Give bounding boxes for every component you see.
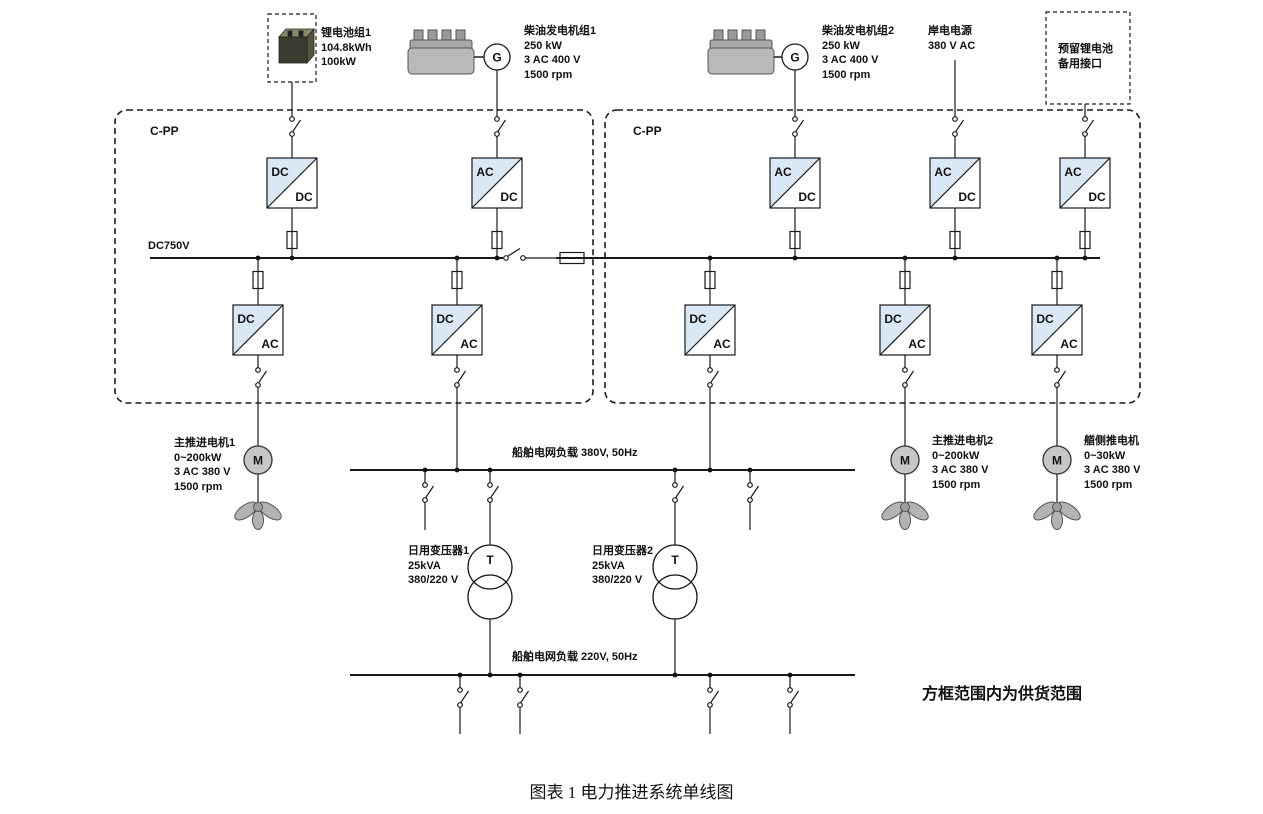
grid-380-label: 船舶电网负载 380V, 50Hz: [512, 447, 638, 459]
diesel-genset-2-label: 柴油发电机组2 250 kW 3 AC 400 V 1500 rpm: [822, 25, 895, 81]
transformer-2-symbol: T: [652, 544, 698, 675]
converter-label-top: DC: [689, 312, 707, 326]
cpp-right-label: C-PP: [633, 124, 662, 138]
propeller-icon: [878, 473, 932, 531]
converter-label-bottom: DC: [500, 190, 518, 204]
bow-thruster-label: 艏侧推电机 0~30kW 3 AC 380 V 1500 rpm: [1084, 435, 1141, 491]
fuse-symbol: [491, 227, 503, 253]
switch-symbol: [747, 477, 760, 509]
battery-icon: [278, 27, 315, 65]
converter-label-bottom: AC: [713, 337, 731, 351]
switch-symbol: [517, 682, 530, 714]
cpp-left-label: C-PP: [150, 124, 179, 138]
switch-symbol: [902, 362, 915, 394]
generator-2-letter: G: [790, 51, 799, 65]
bus-tie-fuse: [559, 251, 585, 265]
switch-symbol: [487, 477, 500, 509]
diesel-engine-1-icon: [407, 29, 484, 75]
battery-1-label: 锂电池组1 104.8kWh 100kW: [321, 27, 372, 69]
switch-symbol: [454, 362, 467, 394]
source-feeders: [289, 60, 1095, 158]
converter-label-bottom: DC: [958, 190, 976, 204]
converter-label-top: DC: [1036, 312, 1054, 326]
converter-label-top: AC: [774, 165, 792, 179]
dc-bus: [150, 247, 1100, 265]
switch-symbol: [792, 111, 805, 143]
reserved-battery-dashed-box: [1045, 11, 1131, 105]
converter-label-bottom: DC: [1088, 190, 1106, 204]
fuse-symbol: [1051, 267, 1063, 293]
main-motor-1-label: 主推进电机1 0~200kW 3 AC 380 V 1500 rpm: [174, 437, 236, 493]
converter-row-top: DC DC AC DC AC DC AC DC AC DC: [266, 157, 1111, 209]
propeller-icon: [231, 473, 285, 531]
fuse-symbol: [789, 227, 801, 253]
cpp-right-box: [604, 109, 1141, 404]
switch-symbol: [494, 111, 507, 143]
supply-scope-note: 方框范围内为供货范围: [922, 686, 1083, 703]
switch-symbol: [1082, 111, 1095, 143]
converter-label-bottom: AC: [908, 337, 926, 351]
transformer-2-letter: T: [671, 553, 679, 567]
switch-symbol: [952, 111, 965, 143]
generator-1-symbol: G: [483, 43, 511, 71]
switch-symbol: [255, 362, 268, 394]
converter-label-top: AC: [476, 165, 494, 179]
diesel-engine-2-icon: [707, 29, 782, 75]
converter-label-bottom: AC: [1060, 337, 1078, 351]
converter-label-top: AC: [934, 165, 952, 179]
fuse-symbol: [949, 227, 961, 253]
converter-label-top: DC: [237, 312, 255, 326]
diesel-genset-1-label: 柴油发电机组1 250 kW 3 AC 400 V 1500 rpm: [524, 25, 597, 81]
motor-1-letter: M: [253, 454, 263, 468]
dc-bus-output-fuses: [252, 258, 1063, 305]
switch-symbol: [787, 682, 800, 714]
fuse-symbol: [451, 267, 463, 293]
shore-power-label: 岸电电源 380 V AC: [928, 25, 976, 52]
dc-bus-label: DC750V: [148, 240, 190, 252]
converter-label-bottom: DC: [295, 190, 313, 204]
converter-label-top: AC: [1064, 165, 1082, 179]
converter-row-bottom: DC AC DC AC DC AC DC AC DC AC: [232, 304, 1083, 356]
main-motor-2-label: 主推进电机2 0~200kW 3 AC 380 V 1500 rpm: [932, 435, 994, 491]
motor-2-letter: M: [900, 454, 910, 468]
propeller-icon: [1030, 473, 1084, 531]
generator-1-letter: G: [492, 51, 501, 65]
ac-380-bus: [350, 393, 855, 545]
switch-symbol: [289, 111, 302, 143]
converter-label-bottom: DC: [798, 190, 816, 204]
output-switches: [255, 355, 1067, 394]
switch-symbol: [422, 477, 435, 509]
transformer-1-label: 日用变压器1 25kVA 380/220 V: [408, 545, 470, 587]
switch-symbol: [1054, 362, 1067, 394]
converter-label-top: DC: [884, 312, 902, 326]
fuse-symbol: [704, 267, 716, 293]
figure-caption: 图表 1 电力推进系统单线图: [529, 783, 734, 802]
fuse-symbol: [1079, 227, 1091, 253]
transformer-2-label: 日用变压器2 25kVA 380/220 V: [592, 545, 654, 587]
switch-symbol: [672, 477, 685, 509]
dc-bus-input-fuses: [286, 208, 1091, 258]
switch-symbol: [707, 362, 720, 394]
fuse-symbol: [252, 267, 264, 293]
converter-label-bottom: AC: [460, 337, 478, 351]
ac-220-bus: [350, 672, 855, 734]
switch-symbol: [457, 682, 470, 714]
converter-label-top: DC: [436, 312, 454, 326]
propulsion-motors: M M M: [231, 393, 1084, 531]
transformer-1-symbol: T: [467, 544, 513, 675]
fuse-symbol: [899, 267, 911, 293]
converter-label-bottom: AC: [261, 337, 279, 351]
switch-symbol: [707, 682, 720, 714]
fuse-symbol: [286, 227, 298, 253]
reserved-battery-label: 预留锂电池 备用接口: [1058, 43, 1113, 70]
thruster-motor-letter: M: [1052, 454, 1062, 468]
converter-label-top: DC: [271, 165, 289, 179]
grid-220-label: 船舶电网负载 220V, 50Hz: [512, 651, 638, 663]
generator-2-symbol: G: [781, 43, 809, 71]
transformer-1-letter: T: [486, 553, 494, 567]
